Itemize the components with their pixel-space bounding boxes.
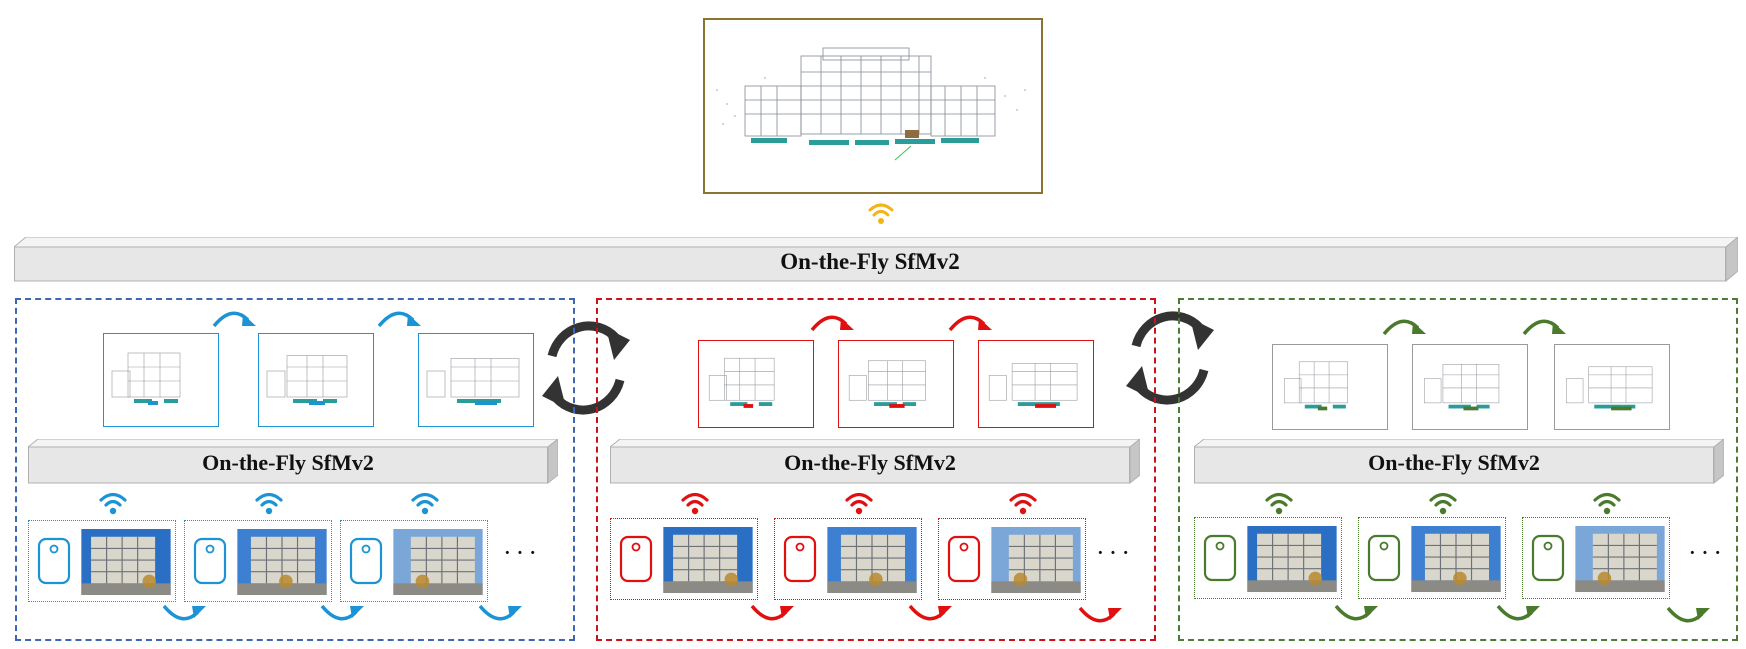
local-sfm-bar: On-the-Fly SfMv2 [28,439,558,485]
wifi-icon [1593,492,1621,515]
partial-point-cloud [988,363,1078,408]
curved-arrow-icon [1078,606,1122,623]
mobile-device-card [774,518,922,600]
building-photo [1575,526,1665,592]
curved-arrow-icon [320,604,364,621]
local-reconstruction-thumbnail [698,340,814,428]
wifi-icon [255,492,283,515]
building-photo [81,529,171,595]
building-photo [237,529,327,595]
local-reconstruction-thumbnail [1272,344,1388,430]
phone-icon [1367,534,1401,582]
partial-point-cloud [111,352,181,405]
building-photo [1247,526,1337,592]
more-devices-ellipsis: ··· [1096,538,1134,567]
device-group-panel-red [596,298,1156,641]
phone-icon [1203,534,1237,582]
local-reconstruction-thumbnail [258,333,374,427]
cycle-arrows-icon [542,321,630,415]
partial-point-cloud [426,358,520,405]
curved-arrow-icon [478,604,522,621]
local-reconstruction-thumbnail [1412,344,1528,430]
wifi-icon [868,203,894,224]
mobile-device-card [610,518,758,600]
partial-point-cloud [1423,364,1500,411]
curved-arrow-icon [1334,604,1378,621]
curved-arrow-icon [212,311,256,328]
mobile-device-card [340,520,488,602]
local-bar-title: On-the-Fly SfMv2 [784,450,956,475]
local-sfm-bar: On-the-Fly SfMv2 [610,439,1140,485]
wifi-icon [845,492,873,515]
main-bar-title: On-the-Fly SfMv2 [780,249,960,274]
phone-icon [947,535,981,583]
local-bar-title: On-the-Fly SfMv2 [202,450,374,475]
local-reconstruction-thumbnail [1554,344,1670,430]
more-devices-ellipsis: ··· [1688,538,1726,567]
local-reconstruction-thumbnail [978,340,1094,428]
curved-arrow-icon [1666,606,1710,623]
local-sfm-bar: On-the-Fly SfMv2 [1194,439,1724,485]
partial-point-cloud [1283,361,1349,411]
local-bar-title: On-the-Fly SfMv2 [1368,450,1540,475]
device-group-panel-blue [15,298,575,641]
mobile-device-card [1358,517,1506,599]
mobile-device-card [28,520,176,602]
local-reconstruction-thumbnail [418,333,534,427]
partial-point-cloud [708,357,775,408]
phone-icon [193,537,227,585]
local-reconstruction-thumbnail [838,340,954,428]
wifi-icon [1429,492,1457,515]
building-photo [393,529,483,595]
curved-arrow-icon [750,604,794,621]
curved-arrow-icon [1382,319,1426,336]
building-photo [663,527,753,593]
curved-arrow-icon [908,604,952,621]
phone-icon [37,537,71,585]
mobile-device-card [184,520,332,602]
main-sfm-bar: On-the-Fly SfMv2 [14,237,1738,282]
phone-icon [619,535,653,583]
curved-arrow-icon [1496,604,1540,621]
partial-point-cloud [266,355,348,405]
mobile-device-card [938,518,1086,600]
building-photo [1411,526,1501,592]
wifi-icon [99,492,127,515]
building-photo [991,527,1081,593]
curved-arrow-icon [162,604,206,621]
phone-icon [349,537,383,585]
curved-arrow-icon [377,311,421,328]
global-point-cloud [716,47,1026,161]
partial-point-cloud [1565,366,1653,411]
building-photo [827,527,917,593]
more-devices-ellipsis: ··· [503,538,541,567]
curved-arrow-icon [1522,319,1566,336]
wifi-icon [1265,492,1293,515]
local-reconstruction-thumbnail [103,333,219,427]
cycle-arrows-icon [1126,311,1214,405]
partial-point-cloud [848,360,926,408]
curved-arrow-icon [810,315,854,332]
mobile-device-card [1522,517,1670,599]
device-group-panel-green [1178,298,1738,641]
wifi-icon [411,492,439,515]
mobile-device-card [1194,517,1342,599]
phone-icon [1531,534,1565,582]
wifi-icon [681,492,709,515]
wifi-icon [1009,492,1037,515]
global-reconstruction-view [703,18,1043,194]
phone-icon [783,535,817,583]
curved-arrow-icon [948,315,992,332]
